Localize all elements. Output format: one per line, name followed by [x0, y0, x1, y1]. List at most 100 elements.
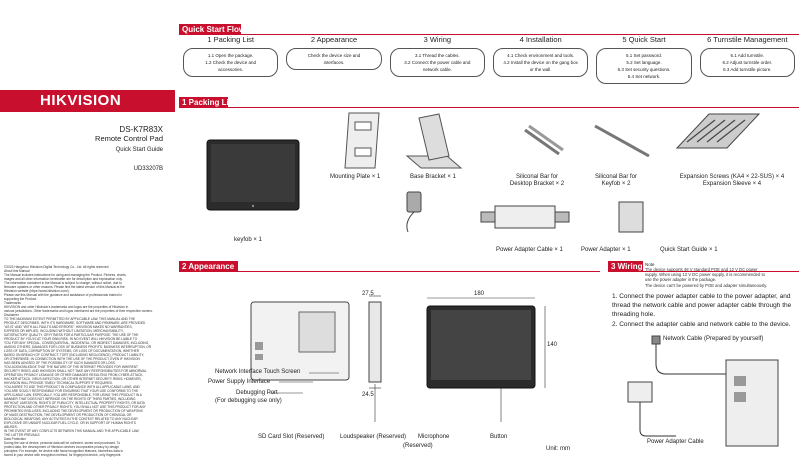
label-mic: Microphone	[418, 434, 450, 440]
packing-quick-guide: Quick Start Guide × 1	[660, 247, 718, 253]
legal-line: About this Manual	[4, 269, 30, 273]
wiring-note-line: supply. When using 12 V DC power supply,…	[645, 272, 765, 278]
packing-adapter-cable: Power Adapter Cable × 1	[496, 247, 563, 253]
siliconal-bar-desktop-illustration	[524, 124, 564, 156]
flow-step-title: 3 Wiring	[423, 35, 452, 44]
flow-step-box: 5.1 Set password.5.2 Set language.5.3 Se…	[596, 48, 692, 84]
legal-line: YOU FOR ANY SPECIAL, CONSEQUENTIAL, INCI…	[4, 341, 150, 345]
quick-guide-illustration	[618, 201, 644, 233]
legal-line: OF MASS DESTRUCTION, THE DEVELOPMENT OR …	[4, 413, 132, 417]
legal-line: WITHOUT LIMITATION, RIGHTS OF PUBLICITY,…	[4, 401, 145, 405]
flow-step-title: 4 Installation	[519, 35, 562, 44]
wiring-drawing	[627, 335, 779, 447]
legal-line: YOU ARE SOLELY RESPONSIBLE FOR ENSURING …	[4, 389, 139, 393]
legal-line: BIOLOGICAL WEAPONS, ANY ACTIVITIES IN TH…	[4, 417, 138, 421]
label-reserved: (Reserved)	[403, 443, 433, 449]
legal-line: APPLICABLE LAW. ESPECIALLY, YOU ARE RESP…	[4, 393, 142, 397]
legal-line: PRODUCT DESCRIBED, WITH ITS HARDWARE, SO…	[4, 321, 146, 325]
legal-line: ©2023 Hangzhou Hikvision Digital Technol…	[4, 265, 110, 269]
cover-product: Remote Control Pad	[95, 134, 163, 143]
adapter-cable-illustration	[480, 205, 570, 229]
legal-line: EXPLOSIVE OR UNSAFE NUCLEAR FUEL-CYCLE, …	[4, 421, 136, 425]
label-unit: Unit: mm	[546, 446, 570, 452]
base-bracket-illustration	[405, 113, 463, 169]
brand-logo: HIKVISION	[0, 90, 175, 112]
flow-step-desc: 5.2 Set language.	[626, 60, 662, 65]
flow-step-box: 4.1 Check environment and tools.4.2 Inst…	[493, 48, 589, 77]
packing-header-line	[179, 107, 799, 108]
legal-line: LOSS OF DATA, CORRUPTION OF SYSTEMS, OR …	[4, 349, 140, 353]
legal-line: Hikvision website (https://www.hikvision…	[4, 289, 70, 293]
flow-header-line	[179, 34, 799, 35]
wiring-note: The device supports 48 V standard POE an…	[645, 267, 799, 288]
legal-line: Please use this Manual with the guidance…	[4, 293, 123, 297]
flow-step-desc: accessories.	[218, 67, 244, 72]
legal-line: YOU AGREE TO USE THIS PRODUCT IN COMPLIA…	[4, 385, 140, 389]
label-debug: Debugging Port	[236, 390, 278, 396]
legal-line: ABUSES.	[4, 425, 18, 429]
label-network-touch: Network Interface Touch Screen	[215, 369, 301, 375]
dim-height: 140	[547, 342, 558, 348]
flow-step-title: 2 Appearance	[310, 35, 358, 44]
legal-line: PROTECTION AND OTHER PRIVACY RIGHTS. YOU…	[4, 405, 146, 409]
legal-line: During the use of device, personal data …	[4, 441, 121, 445]
label-button: Button	[490, 434, 508, 440]
legal-line: AMONG OTHERS, DAMAGES FOR LOSS OF BUSINE…	[4, 345, 152, 349]
wiring-header-line	[608, 271, 799, 272]
flow-step-desc: 6.1 Add turnstile.	[730, 53, 765, 58]
legal-line: HAS BEEN ADVISED OF THE POSSIBILITY OF S…	[4, 361, 116, 365]
flow-step-title: 6 Turnstile Management	[707, 35, 788, 44]
legal-line: OPERATION, PRIVACY LEAKAGE OR OTHER DAMA…	[4, 373, 144, 377]
legal-line: EXPRESS OR IMPLIED, INCLUDING WITHOUT LI…	[4, 329, 124, 333]
wiring-note-title: Note	[645, 262, 655, 267]
flow-step: 6 Turnstile Management 6.1 Add turnstile.…	[699, 35, 795, 77]
legal-line: various jurisdictions. Other trademarks …	[4, 309, 153, 313]
wiring-step-2: 2. Connect the adapter cable and network…	[612, 321, 791, 328]
flow-header: Quick Start Flow Chart	[179, 24, 241, 35]
flow-step-desc: 1.1 Open the package.	[207, 53, 254, 58]
legal-line: Data Protection	[4, 437, 26, 441]
wiring-note-line: The device supports 48 V standard POE an…	[645, 267, 758, 272]
legal-line: PRODUCT BY YOU IS AT YOUR OWN RISK. IN N…	[4, 337, 138, 341]
legal-line: OR OTHERWISE, IN CONNECTION WITH THE USE…	[4, 357, 140, 361]
cover-doc-code: UD33207B	[133, 166, 163, 172]
label-power: Power Supply Interface	[208, 379, 271, 385]
siliconal-bar-keyfob-illustration	[594, 124, 650, 158]
legal-line: firmware updates or other reasons. Pleas…	[4, 285, 125, 289]
label-debug-note: (For debugging use only)	[215, 398, 282, 404]
flow-step-desc: network cable.	[422, 67, 452, 72]
mounting-plate-illustration	[344, 112, 380, 169]
legal-line: THE LATTER PREVAILS.	[4, 433, 41, 437]
legal-line: stored in your device with encryption me…	[4, 453, 121, 457]
legal-line: protect data, the development of Hikvisi…	[4, 445, 119, 449]
wiring-network-cable: Network Cable (Prepared by yourself)	[663, 336, 764, 342]
wiring-adapter-cable: Power Adapter Cable	[647, 439, 704, 445]
legal-line: MANNER THAT DOES NOT INFRINGE ON THE RIG…	[4, 397, 136, 401]
packing-keyfob: keyfob × 1	[234, 237, 262, 243]
label-sd: SD Card Slot (Reserved)	[258, 434, 325, 440]
packing-expansion: Expansion Screws (KA4 × 22-SUS) × 4 Expa…	[679, 174, 785, 187]
legal-text: ©2023 Hangzhou Hikvision Digital Technol…	[4, 265, 172, 457]
brand-logo-text: HIKVISION	[40, 92, 122, 109]
packing-header: 1 Packing List	[179, 97, 228, 108]
flow-step-desc: 1.2 Check the device and	[205, 60, 257, 65]
wiring-note-line: use the power adapter in the package.	[645, 277, 717, 283]
appearance-header: 2 Appearance	[179, 261, 238, 272]
legal-line: IN THE EVENT OF ANY CONFLICTS BETWEEN TH…	[4, 429, 140, 433]
wiring-header: 3 Wiring	[608, 261, 643, 272]
legal-line: principles. For example, for device with…	[4, 449, 123, 453]
packing-siliconal-desktop: Siliconal Bar for Desktop Bracket × 2	[509, 174, 565, 187]
expansion-screws-illustration	[675, 113, 761, 149]
legal-line: HACKER ATTACK, VIRUS INFECTION, OR OTHER…	[4, 377, 142, 381]
cover-guide: Quick Start Guide	[115, 147, 163, 153]
flow-step-desc: 5.3 Set security questions.	[617, 67, 671, 72]
flow-step: 4 Installation 4.1 Check environment and …	[493, 35, 589, 77]
legal-line: The information contained in the Manual …	[4, 281, 122, 285]
dim-side-bottom: 24.5	[362, 392, 374, 398]
appearance-drawing	[250, 295, 546, 422]
legal-line: TO THE MAXIMUM EXTENT PERMITTED BY APPLI…	[4, 317, 136, 321]
